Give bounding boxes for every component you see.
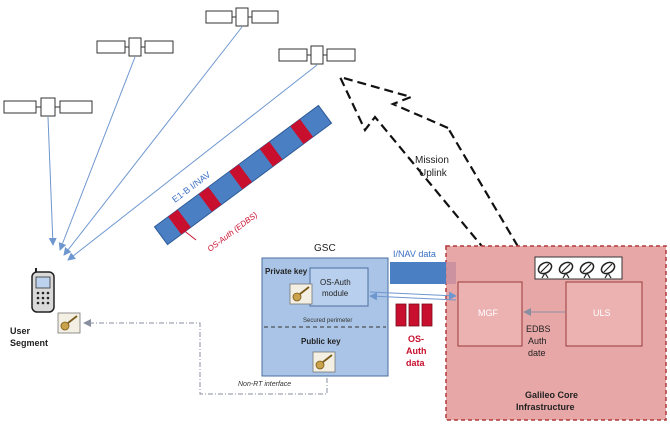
public-key-label: Public key — [301, 337, 341, 346]
mgf-label: MGF — [478, 308, 498, 318]
antenna-icon — [579, 261, 595, 279]
auth-block — [259, 141, 283, 167]
user-segment-label: User Segment — [10, 326, 48, 348]
antenna-icon — [537, 261, 553, 279]
uls-label: ULS — [593, 308, 611, 318]
edbs-pointer — [181, 228, 197, 241]
key-icon — [57, 312, 81, 334]
downlink-arrow — [67, 64, 318, 261]
satellite-icon — [278, 45, 356, 65]
private-key-label: Private key — [265, 267, 308, 276]
non-rt-interface-line — [83, 319, 328, 395]
uls-box — [565, 281, 643, 347]
os-auth-module-label: OS-Auth module — [320, 278, 353, 298]
os-auth-data-block — [408, 303, 420, 327]
auth-block — [290, 119, 314, 144]
auth-block — [168, 209, 191, 235]
os-auth-data-label: OS- Auth data — [406, 334, 429, 368]
satellite-icon — [3, 97, 93, 117]
mgf-box — [457, 281, 523, 347]
downlink-arrow — [63, 26, 243, 256]
inav-data-bar-overlap — [446, 262, 456, 284]
key-icon — [312, 351, 336, 373]
downlink-arrow — [58, 56, 136, 251]
satellite-icon — [205, 7, 279, 27]
antenna-group — [534, 256, 623, 280]
key-icon — [289, 283, 313, 305]
auth-block — [229, 164, 252, 190]
secured-perimeter-label: Secured perimeter — [303, 318, 352, 324]
satellite-icon — [96, 37, 174, 57]
galileo-core-label: Galileo Core Infrastructure — [516, 390, 581, 412]
os-auth-data-block — [421, 303, 433, 327]
phone-icon — [31, 268, 55, 313]
inav-data-bar — [390, 262, 446, 284]
auth-block — [198, 186, 222, 212]
non-rt-interface-label: Non-RT interface — [238, 381, 291, 388]
downlink-arrow — [47, 116, 57, 246]
inav-data-label: I/NAV data — [393, 249, 436, 259]
os-auth-edbs-label: OS-Auth (EDBS) — [206, 210, 260, 254]
module-mgf-arrow — [369, 291, 457, 300]
edbs-auth-date-label: EDBS Auth date — [526, 324, 553, 358]
gsc-label: GSC — [314, 243, 336, 254]
mission-uplink-label: Mission Uplink — [415, 155, 452, 179]
antenna-icon — [558, 261, 574, 279]
os-auth-module-box — [309, 267, 369, 307]
os-auth-data-block — [395, 303, 407, 327]
antenna-icon — [600, 261, 616, 279]
e1b-signal-band — [153, 104, 333, 246]
mgf-module-arrow — [369, 292, 457, 301]
